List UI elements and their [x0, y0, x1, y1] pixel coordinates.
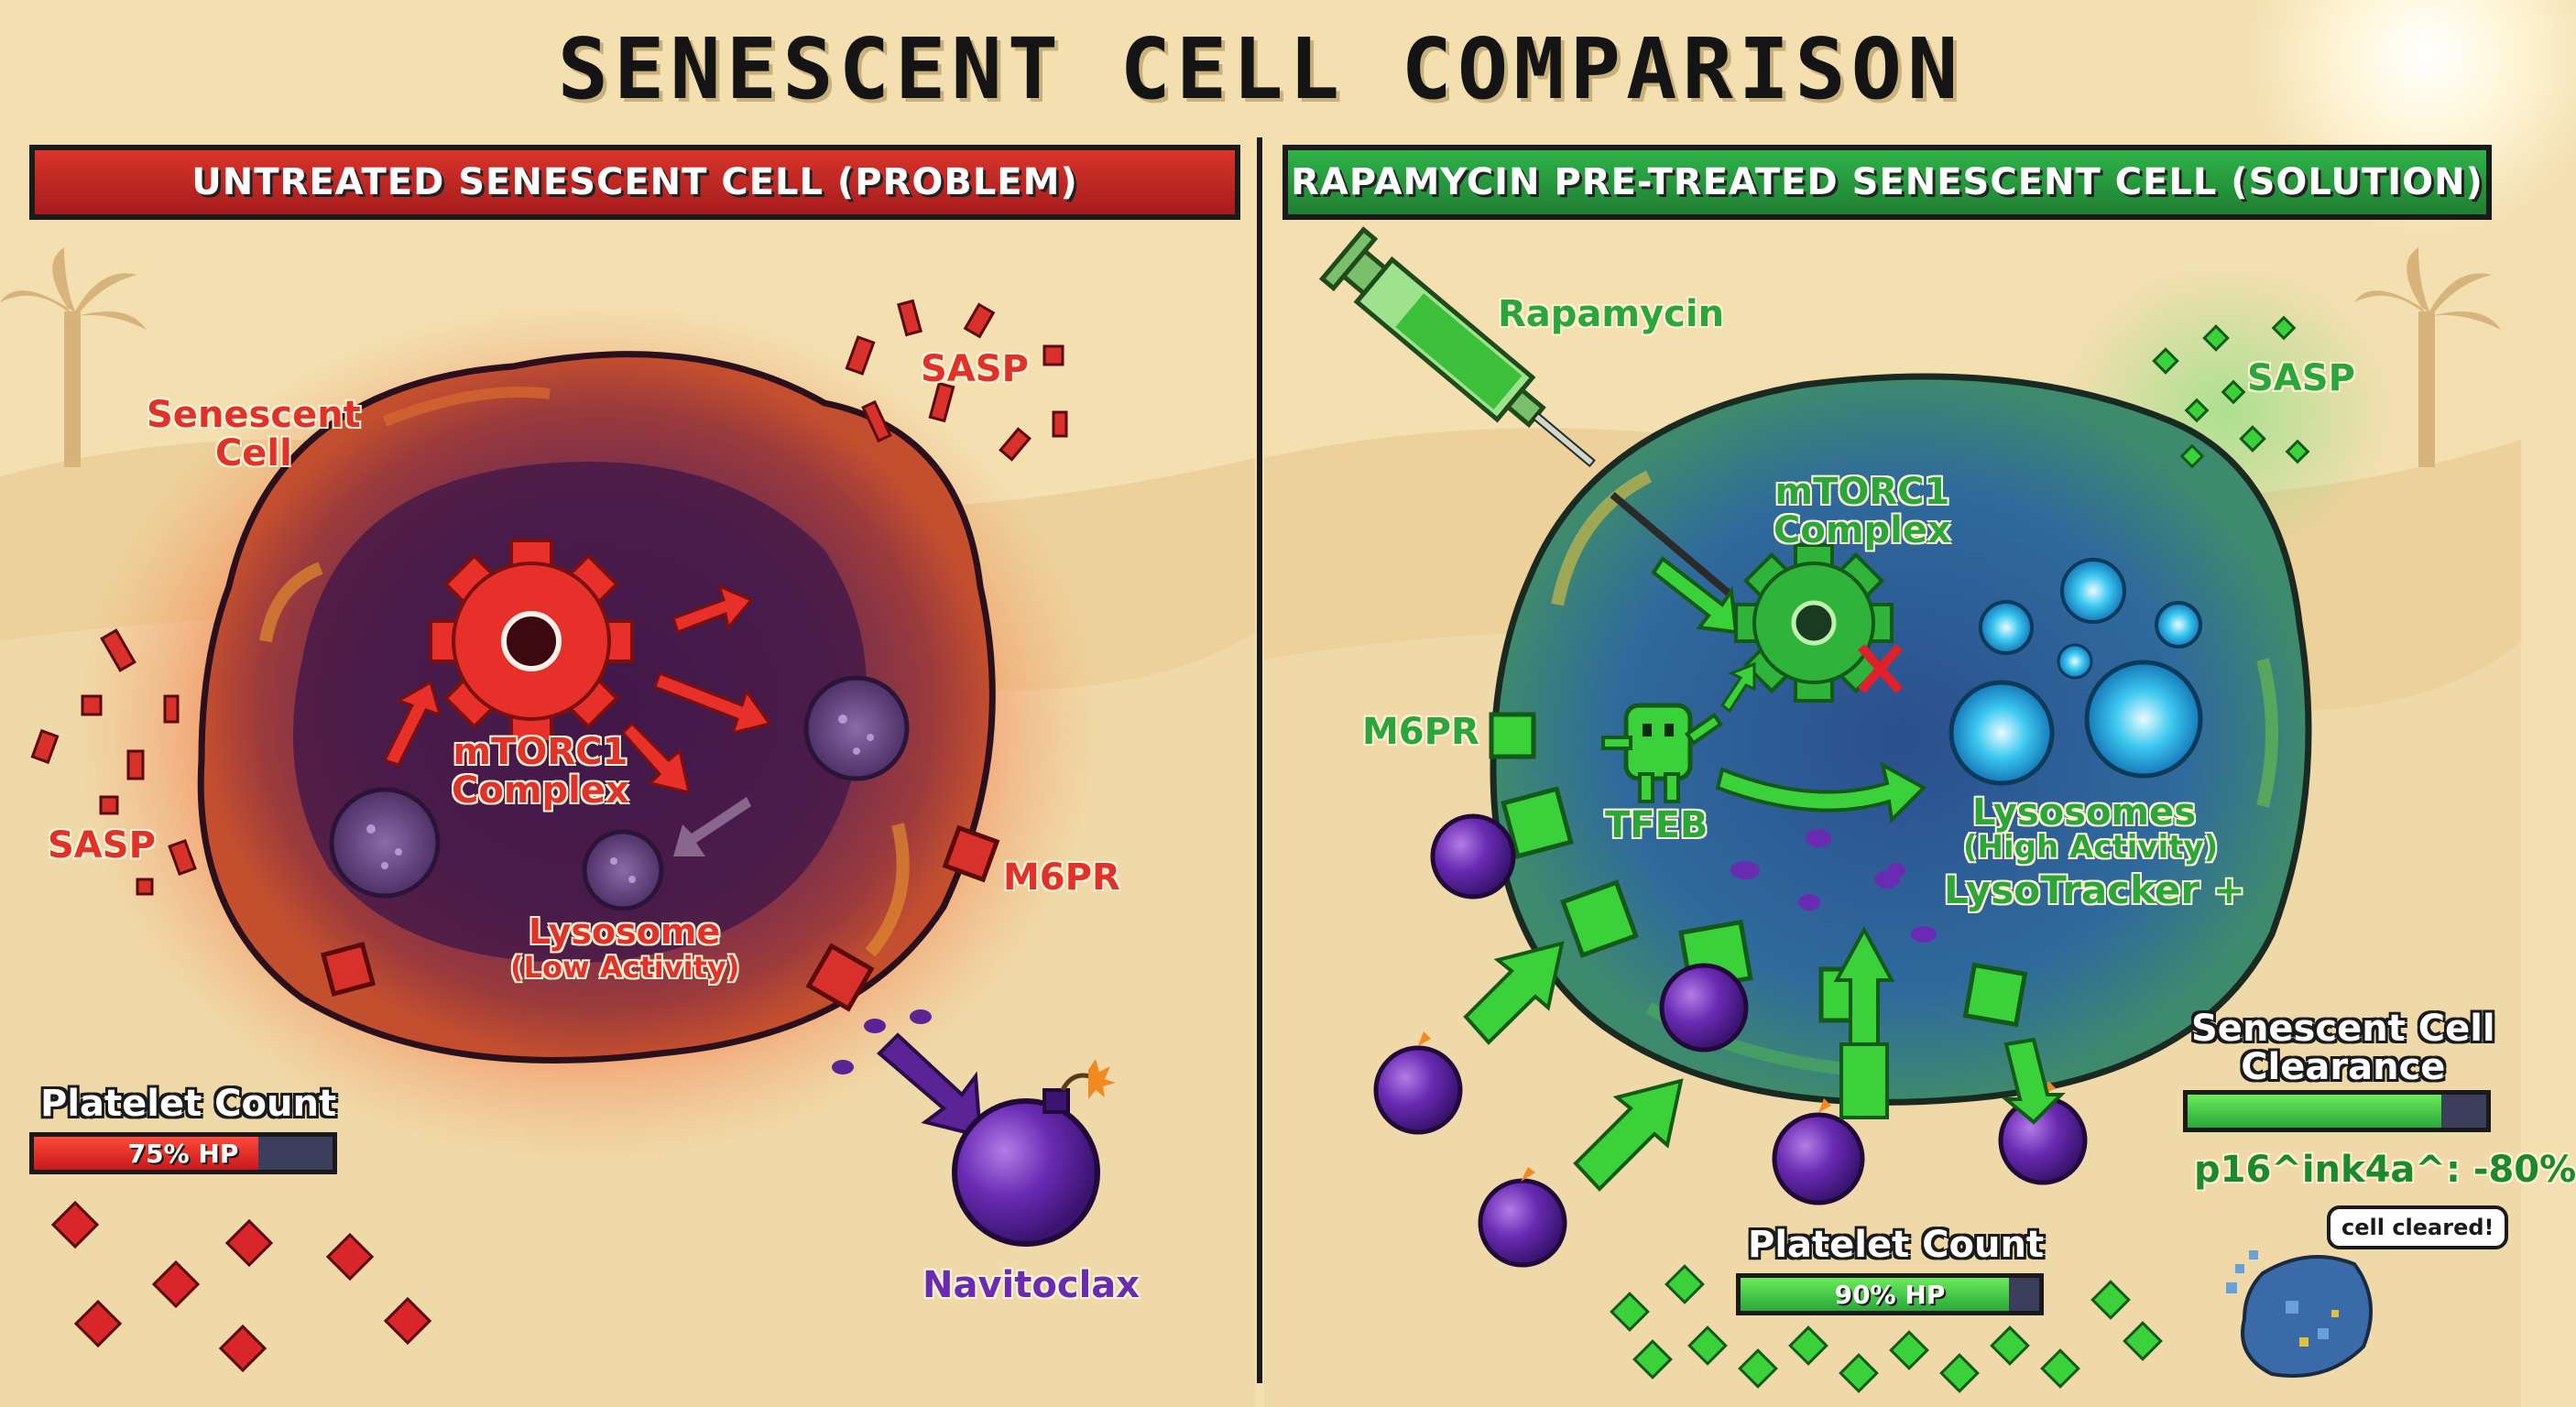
lysosomes-high-activity — [1948, 558, 2203, 786]
platelets-left — [50, 1200, 432, 1373]
cell-cleared-bubble: cell cleared! — [2327, 1205, 2509, 1249]
p16-label: p16^ink4a^: -80% — [2194, 1149, 2576, 1191]
platelet-hp-bar-right: 90% HP — [1736, 1273, 2044, 1315]
lysosomes-label: Lysosomes — [1972, 791, 2197, 834]
rapamycin-label: Rapamycin — [1498, 293, 1725, 335]
m6pr-label-left: M6PR — [1003, 856, 1120, 899]
lysosome-low-3 — [582, 829, 664, 911]
navitoclax-bomb-icon — [877, 1032, 1116, 1247]
palm-tree-right — [2354, 247, 2501, 467]
m6pr-receptor-icon — [942, 824, 1000, 883]
rapamycin-syringe-icon — [1318, 226, 1734, 599]
lysosome-sub-label: (Low Activity) — [510, 950, 740, 985]
clearance-title: Senescent Cell Clearance — [2191, 1008, 2495, 1088]
mtorc1-label-left: mTORC1 Complex — [452, 731, 629, 812]
palm-tree-left — [0, 247, 147, 467]
cleared-cell-icon — [2226, 1250, 2373, 1378]
mtorc1-gear-red-icon — [429, 539, 634, 744]
m6pr-label-right: M6PR — [1362, 711, 1479, 753]
lysosomes-sub-label: (High Activity) — [1963, 829, 2219, 866]
sasp-label-right: SASP — [2247, 357, 2355, 399]
sasp-label-top: SASP — [921, 348, 1029, 390]
activation-arrows — [382, 584, 772, 795]
platelet-hp-value-right: 90% HP — [1834, 1279, 1946, 1310]
sasp-debris-right — [2152, 315, 2310, 469]
platelet-hp-bar-left: 75% HP — [29, 1132, 337, 1174]
tfeb-label: TFEB — [1605, 804, 1708, 846]
tfeb-character-icon — [1601, 703, 1723, 803]
sasp-debris-left — [30, 299, 1068, 896]
inhibited-x-icon — [1857, 643, 1904, 694]
platelet-count-title-right: Platelet Count — [1748, 1224, 2045, 1266]
sasp-label-left: SASP — [48, 824, 156, 867]
problem-banner: UNTREATED SENESCENT CELL (PROBLEM) — [29, 145, 1240, 220]
clearance-bar — [2183, 1090, 2491, 1132]
tfeb-arrow — [1715, 761, 1927, 824]
lysosome-low-2 — [803, 675, 910, 781]
navitoclax-label: Navitoclax — [922, 1264, 1141, 1306]
lysosome-low-1 — [329, 787, 441, 899]
uptake-arrows — [1463, 925, 2066, 1192]
platelets-right — [1610, 1264, 2163, 1393]
platelet-count-title-left: Platelet Count — [40, 1083, 337, 1125]
lysosome-label: Lysosome — [529, 911, 721, 952]
platelet-hp-fill-left — [34, 1137, 258, 1170]
page-title: SENESCENT CELL COMPARISON — [557, 20, 1964, 118]
mtorc1-label-right: mTORC1 Complex — [1774, 471, 1951, 551]
treated-cell-body — [1490, 373, 2312, 1106]
platelet-hp-fill-right — [1741, 1278, 2010, 1311]
mtorc1-gear-green-icon — [1734, 543, 1894, 703]
clearance-bar-fill — [2188, 1095, 2442, 1128]
solution-banner: RAPAMYCIN PRE-TREATED SENESCENT CELL (SO… — [1283, 145, 2492, 220]
platelet-hp-value-left: 75% HP — [127, 1138, 239, 1169]
navitoclax-bombs-right — [1373, 813, 2088, 1268]
senescent-cell-label: Senescent Cell — [147, 394, 361, 474]
lysotracker-label: LysoTracker + — [1944, 867, 2245, 912]
panel-divider — [1257, 137, 1262, 1383]
